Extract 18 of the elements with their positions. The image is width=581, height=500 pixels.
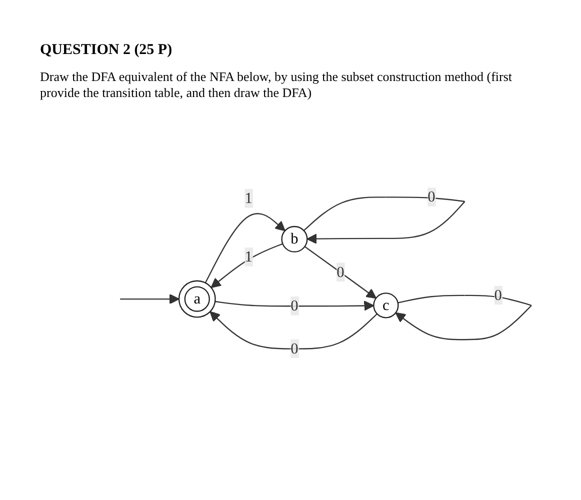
edge-label: 0 (336, 262, 344, 280)
question-heading: QUESTION 2 (25 P) (40, 42, 174, 59)
edge-label: 0 (428, 187, 436, 205)
edge-label: 1 (244, 247, 252, 265)
arrow (120, 293, 180, 304)
edge-label: 1 (244, 188, 252, 206)
node-circle: b (281, 225, 308, 252)
edge-label: 0 (290, 296, 298, 314)
arrow (304, 246, 376, 298)
arrow (215, 300, 374, 310)
arrow (210, 242, 283, 288)
arrow (204, 212, 286, 283)
edge-label: 0 (494, 285, 502, 304)
arrow (210, 310, 378, 349)
edge-label: 0 (290, 338, 298, 356)
node-circle: a (178, 280, 216, 318)
instruction-text: Draw the DFA equivalent of the NFA below, by using the subset construction method (first provide the transition table, and then draw the DFA) (40, 69, 514, 102)
node-circle: c (373, 292, 399, 318)
